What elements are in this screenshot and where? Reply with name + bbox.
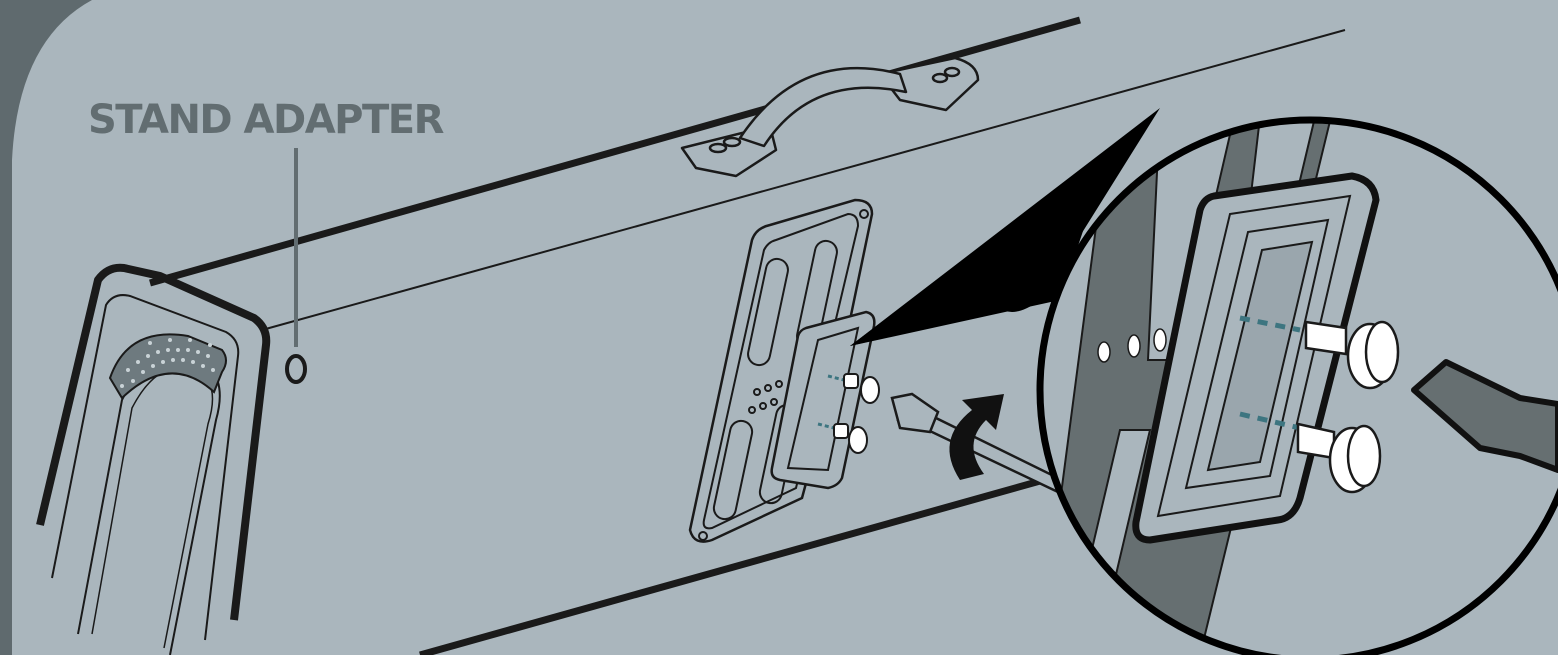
stand-adapter-label: STAND ADAPTER [88, 98, 443, 142]
